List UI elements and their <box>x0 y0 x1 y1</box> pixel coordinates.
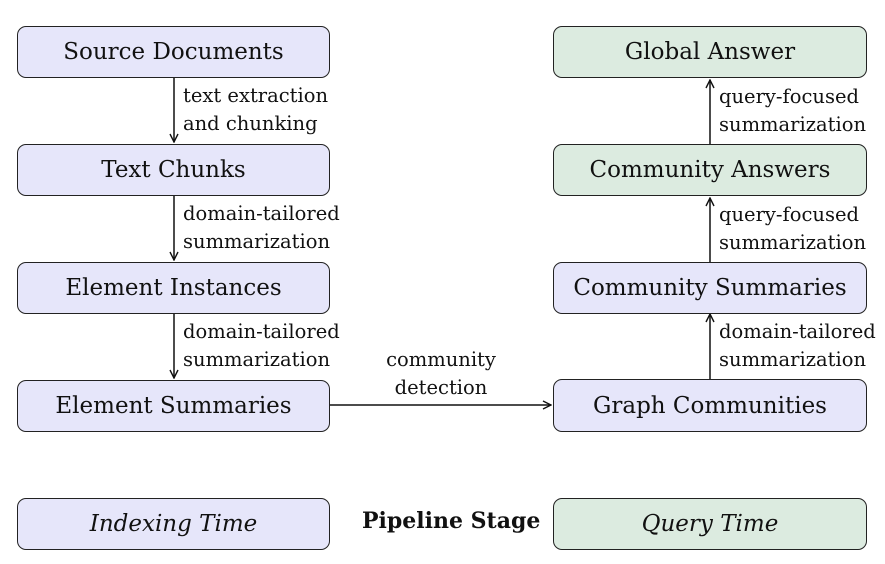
node-label: Global Answer <box>624 39 796 65</box>
legend-label: Indexing Time <box>89 511 258 537</box>
legend-label: Query Time <box>641 511 779 537</box>
node-label: Text Chunks <box>101 157 246 183</box>
edge-label-line: domain-tailored <box>183 320 340 343</box>
node-source-documents: Source Documents <box>17 26 330 78</box>
edge-label-line: summarization <box>719 348 867 371</box>
edge-label-line: summarization <box>183 348 331 371</box>
edge-label-line: detection <box>394 376 488 399</box>
node-label: Element Instances <box>65 275 282 301</box>
edge-label-line: and chunking <box>183 112 318 135</box>
edge-label-line: text extraction <box>183 84 329 107</box>
edge-label-domain-tailored-2: domain-tailored summarization <box>183 318 340 374</box>
node-label: Community Summaries <box>573 275 847 301</box>
node-community-summaries: Community Summaries <box>553 262 867 314</box>
legend-pipeline-stage: Pipeline Stage <box>362 508 541 534</box>
edge-label-query-focused-1: query-focused summarization <box>719 201 866 257</box>
edge-label-line: domain-tailored <box>719 320 876 343</box>
node-label: Element Summaries <box>55 393 292 419</box>
edge-label-line: query-focused <box>719 85 859 108</box>
node-community-answers: Community Answers <box>553 144 867 196</box>
edge-label-community-detection: community detection <box>370 346 512 402</box>
node-label: Community Answers <box>589 157 831 183</box>
edge-label-text-extraction: text extraction and chunking <box>183 82 328 138</box>
node-text-chunks: Text Chunks <box>17 144 330 196</box>
node-label: Graph Communities <box>593 392 827 419</box>
edge-label-domain-tailored-3: domain-tailored summarization <box>719 318 876 374</box>
node-element-summaries: Element Summaries <box>17 380 330 432</box>
node-label: Source Documents <box>63 39 284 65</box>
legend-indexing-time: Indexing Time <box>17 498 330 550</box>
edge-label-line: community <box>386 348 496 371</box>
edge-label-line: query-focused <box>719 203 859 226</box>
edge-label-line: domain-tailored <box>183 202 340 225</box>
edge-label-domain-tailored-1: domain-tailored summarization <box>183 200 340 256</box>
edge-label-line: summarization <box>719 231 867 254</box>
node-global-answer: Global Answer <box>553 26 867 78</box>
edge-label-query-focused-2: query-focused summarization <box>719 83 866 139</box>
node-element-instances: Element Instances <box>17 262 330 314</box>
node-graph-communities: Graph Communities <box>553 379 867 432</box>
legend-query-time: Query Time <box>553 498 867 550</box>
edge-label-line: summarization <box>719 113 867 136</box>
edge-label-line: summarization <box>183 230 331 253</box>
